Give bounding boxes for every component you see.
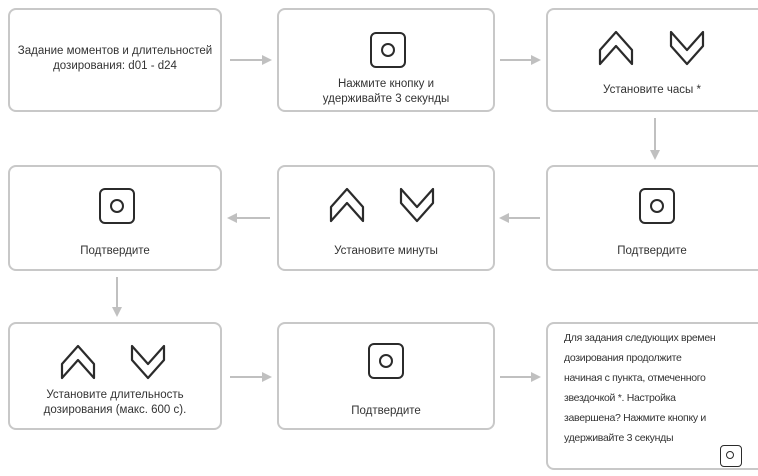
step-8-box: Подтвердите	[277, 322, 495, 430]
step-7-line-1: Установите длительность	[46, 389, 184, 401]
button-icon	[720, 445, 742, 467]
step-6-box: Подтвердите	[8, 165, 222, 271]
step-6-text: Подтвердите	[80, 245, 150, 257]
step-2-line-1: Нажмите кнопку и	[338, 78, 434, 90]
button-icon	[370, 32, 406, 68]
step-3-box: Установите часы *	[546, 8, 758, 112]
up-arrow-icon	[329, 187, 365, 223]
step-9-line-6: удерживайте 3 секунды	[564, 432, 674, 444]
button-icon	[368, 343, 404, 379]
step-7-text: Установите длительность дозирования (мак…	[10, 388, 220, 418]
step-9-line-2: дозирования продолжите	[564, 352, 682, 364]
step-9-line-1: Для задания следующих времен	[564, 332, 716, 344]
step-4-box: Подтвердите	[546, 165, 758, 271]
step-1-text: Задание моментов и длительностей дозиров…	[10, 44, 220, 74]
step-5-box: Установите минуты	[277, 165, 495, 271]
down-arrow-icon	[130, 344, 166, 380]
step-1-line-2: дозирования: d01 - d24	[53, 60, 177, 72]
step-2-text: Нажмите кнопку и удерживайте 3 секунды	[279, 77, 493, 107]
up-arrow-icon	[60, 344, 96, 380]
step-9-line-3: начиная с пункта, отмеченного	[564, 372, 706, 384]
step-2-box: Нажмите кнопку и удерживайте 3 секунды	[277, 8, 495, 112]
button-icon	[639, 188, 675, 224]
step-1-box: Задание моментов и длительностей дозиров…	[8, 8, 222, 112]
step-9-text: Для задания следующих времен дозирования…	[564, 328, 716, 448]
step-9-line-5: завершена? Нажмите кнопку и	[564, 412, 706, 424]
step-3-text: Установите часы *	[603, 84, 701, 96]
step-5-text: Установите минуты	[334, 245, 438, 257]
step-7-line-2: дозирования (макс. 600 с).	[43, 404, 187, 416]
step-1-line-1: Задание моментов и длительностей	[17, 45, 213, 57]
step-9-box: Для задания следующих времен дозирования…	[546, 322, 758, 470]
button-icon	[99, 188, 135, 224]
down-arrow-icon	[399, 187, 435, 223]
step-4-text: Подтвердите	[617, 245, 687, 257]
step-8-text: Подтвердите	[351, 405, 421, 417]
up-arrow-icon	[598, 30, 634, 66]
down-arrow-icon	[669, 30, 705, 66]
step-2-line-2: удерживайте 3 секунды	[322, 93, 450, 105]
step-7-box: Установите длительность дозирования (мак…	[8, 322, 222, 430]
step-9-line-4: звездочкой *. Настройка	[564, 392, 676, 404]
